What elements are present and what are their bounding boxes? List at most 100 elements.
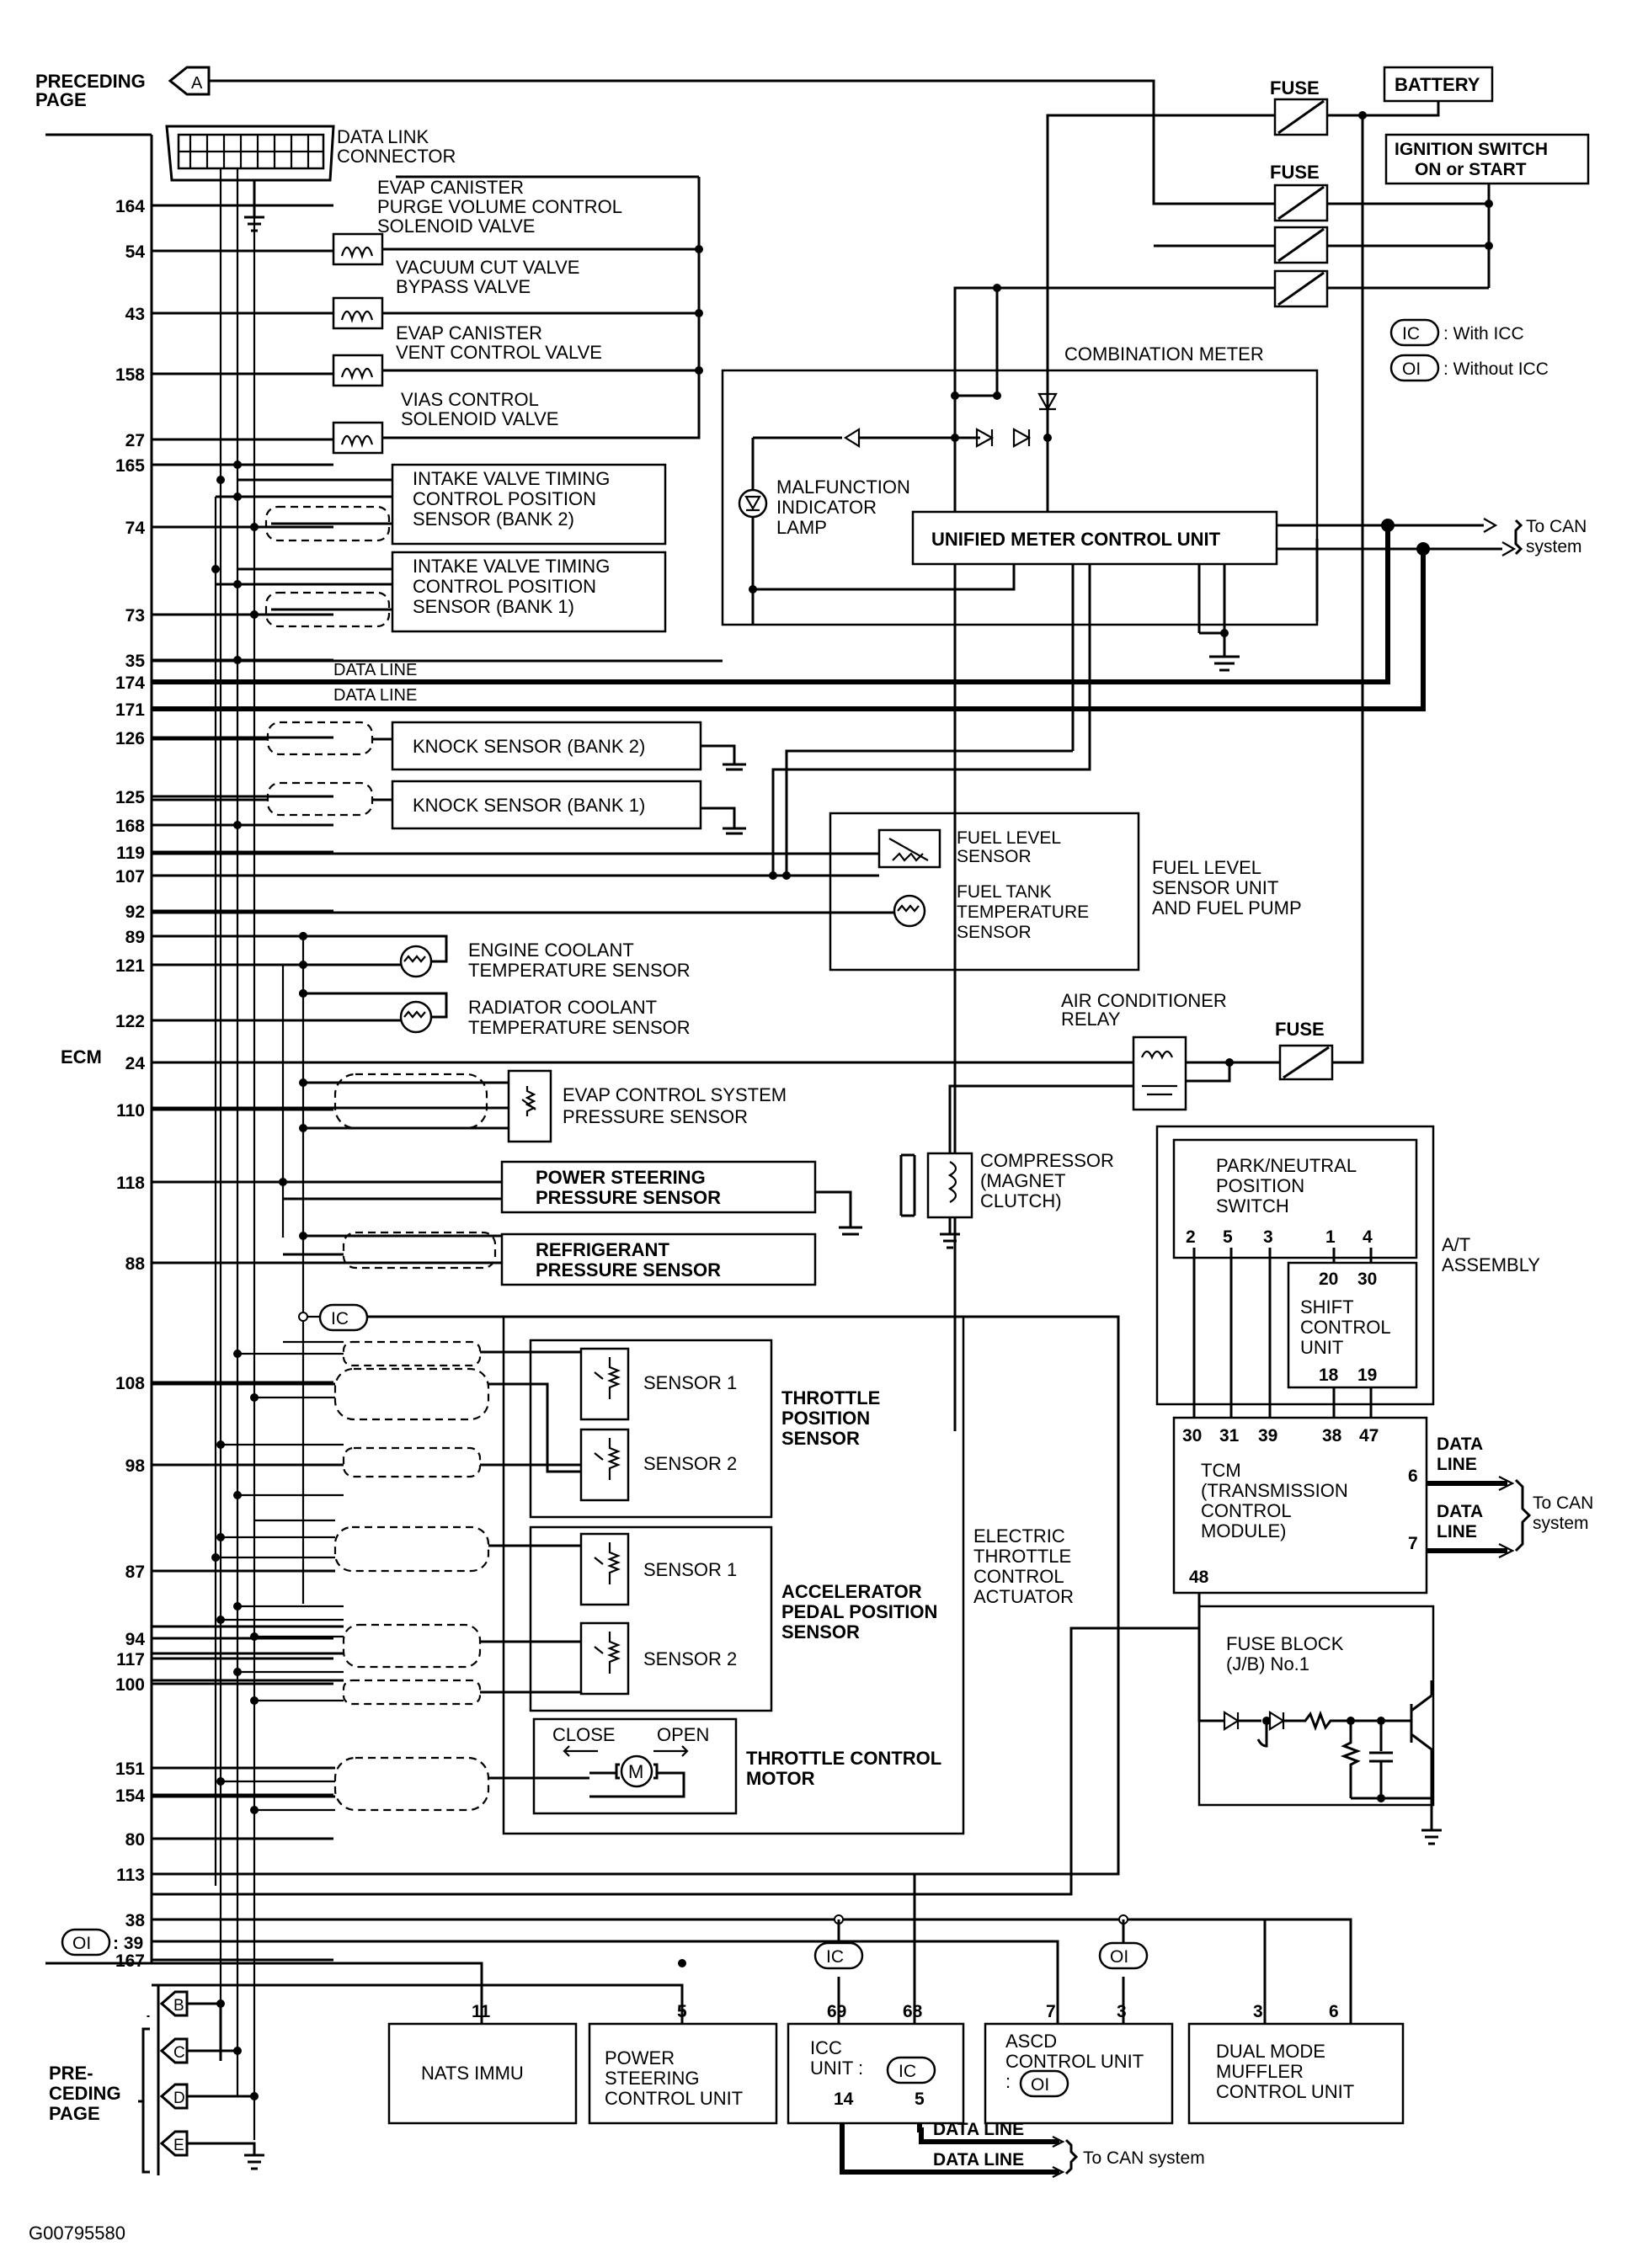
bottom-to-can: To CAN system: [1083, 2148, 1205, 2168]
tcm-label-1: TCM: [1201, 1460, 1241, 1481]
legend-ic-text: : With ICC: [1443, 324, 1524, 343]
ecm-pin-117: 117: [116, 1650, 145, 1669]
evap-vent-2: VENT CONTROL VALVE: [396, 342, 602, 363]
ecm-pin-164: 164: [115, 197, 145, 216]
oi-39-text: OI: [72, 1934, 91, 1953]
battery-fuse-section: BATTERY FUSE IGNITION SWITCH ON or START…: [953, 66, 1590, 1431]
ecm-pin-119: 119: [116, 844, 145, 863]
tcm-label-4: MODULE): [1201, 1520, 1286, 1541]
ascd-unit-tag: [1019, 2069, 1069, 2098]
etc-label-2: THROTTLE: [973, 1546, 1071, 1567]
ivt1-label-3: SENSOR (BANK 1): [413, 596, 574, 617]
ecm-pin-151: 151: [115, 1760, 145, 1779]
ecm-label: ECM: [61, 1046, 102, 1067]
tcm-pin-39: 39: [1258, 1426, 1277, 1445]
preceding-page-label-1: PRECEDING: [35, 71, 146, 92]
psc-label-2: STEERING: [605, 2068, 699, 2089]
oi-39-box: [61, 1928, 111, 1957]
psc-box: [588, 2022, 778, 2125]
refrigerant-box: [500, 1232, 817, 1286]
bottom-data-line-1: DATA LINE: [933, 2120, 1024, 2139]
ect-label-1: ENGINE COOLANT: [468, 940, 634, 961]
ecm-pin-126: 126: [115, 729, 145, 748]
lower-modules-wiring: [152, 1626, 1352, 2026]
icc-label-2: UNIT :: [810, 2058, 863, 2079]
icc-label-1: ICC: [810, 2037, 842, 2058]
psc-label-3: CONTROL UNIT: [605, 2088, 743, 2109]
ecm-pin-110: 110: [116, 1101, 145, 1121]
ecm-pin-73: 73: [125, 606, 145, 626]
ps-pressure-2: PRESSURE SENSOR: [536, 1187, 721, 1208]
ecm-pin-122: 122: [115, 1012, 145, 1031]
tcm-data-line-1a: DATA: [1437, 1435, 1483, 1454]
fuel-level-unit: FUEL LEVEL SENSOR FUEL TANK TEMPERATURE …: [152, 749, 1302, 972]
ecm-pin-174: 174: [115, 673, 145, 693]
mil-lamp-icon: [738, 488, 768, 519]
pnp-pin-2: 2: [1186, 1227, 1196, 1247]
apps-label-2: PEDAL POSITION: [781, 1601, 937, 1622]
pre-ceding-1: PRE-: [49, 2063, 93, 2084]
pnp-pin-4: 4: [1363, 1227, 1373, 1247]
ecm-pin-27: 27: [125, 431, 145, 450]
psc-label-1: POWER: [605, 2047, 675, 2068]
motor-symbol: M: [628, 1761, 643, 1782]
tcm-pin-48: 48: [1189, 1568, 1209, 1587]
ecm-pin-38: 38: [125, 1911, 146, 1930]
shift-pin-30: 30: [1357, 1270, 1377, 1289]
throttle-actuator: SENSOR 1 SENSOR 2 THROTTLE POSITION SENS…: [502, 1315, 1074, 1835]
tcm-label-2: (TRANSMISSION: [1201, 1480, 1348, 1501]
at-label-2: ASSEMBLY: [1442, 1254, 1540, 1275]
knock-bank1-label: KNOCK SENSOR (BANK 1): [413, 795, 645, 816]
ecm-pin-74: 74: [125, 519, 146, 538]
ecm-pin-92: 92: [125, 902, 145, 922]
pre-ceding-2: CEDING: [49, 2083, 121, 2104]
ecm-pin-118: 118: [116, 1174, 145, 1193]
fuel-tank-temp-3: SENSOR: [957, 923, 1032, 942]
apps-label-3: SENSOR: [781, 1621, 860, 1642]
icc-pin-5: 5: [915, 2090, 925, 2109]
ecm-pin-54: 54: [125, 242, 146, 262]
tcm-pin-30: 30: [1182, 1426, 1202, 1445]
apps-label-1: ACCELERATOR: [781, 1581, 922, 1602]
ecm-pin-154: 154: [115, 1786, 145, 1806]
tps-box: [529, 1339, 773, 1519]
dlc-label-1: DATA LINK: [337, 126, 429, 147]
ecm-pin-113: 113: [116, 1866, 145, 1885]
dm-label-2: MUFFLER: [1216, 2061, 1304, 2082]
at-label-1: A/T: [1442, 1234, 1470, 1255]
fuse-ign-label: FUSE: [1270, 162, 1320, 183]
dm-pin-6: 6: [1329, 2002, 1339, 2021]
connector-d: D: [173, 2090, 185, 2107]
tps-sensor2: SENSOR 2: [643, 1453, 737, 1474]
ac-relay: AIR CONDITIONER RELAY FUSE: [152, 990, 1334, 1162]
to-can-top-2: system: [1526, 537, 1582, 556]
legend-oi-tag-text: OI: [1402, 359, 1421, 379]
ascd-label-2: CONTROL UNIT: [1005, 2051, 1144, 2072]
ascd-tag-box: [1098, 1941, 1149, 1970]
shift-label-1: SHIFT: [1300, 1296, 1354, 1318]
ascd-tag-text: OI: [1110, 1947, 1128, 1967]
ecm-pin-121: 121: [115, 956, 145, 976]
icc-pin-14: 14: [834, 2090, 854, 2109]
fuse-block-1: FUSE BLOCK: [1226, 1633, 1344, 1654]
ecm-pin-168: 168: [115, 817, 145, 836]
combination-meter: COMBINATION METER UNIFIED METER CONTROL …: [721, 343, 1587, 672]
evap-pressure-1: EVAP CONTROL SYSTEM: [563, 1084, 787, 1105]
data-line-171-label: DATA LINE: [333, 686, 417, 705]
motor-open: OPEN: [657, 1724, 709, 1745]
ecm-pin-107: 107: [115, 867, 145, 886]
icc-tag-text: IC: [826, 1947, 844, 1967]
ivt-bank2-box: [391, 463, 667, 546]
refrigerant-1: REFRIGERANT: [536, 1239, 669, 1260]
ecm-pin-125: 125: [115, 788, 145, 807]
etc-label-1: ELECTRIC: [973, 1525, 1065, 1547]
combination-meter-label: COMBINATION METER: [1064, 343, 1264, 365]
tcm: 30 31 39 38 47 TCM (TRANSMISSION CONTROL…: [1172, 1416, 1593, 1595]
fuel-level-sensor-1: FUEL LEVEL: [957, 828, 1061, 848]
oi-39-sep: : 39: [113, 1934, 143, 1953]
fuel-unit-2: SENSOR UNIT: [1152, 877, 1278, 898]
apps-box: [529, 1525, 773, 1712]
fuel-tank-temp-1: FUEL TANK: [957, 882, 1052, 902]
data-link-connector: DATA LINK CONNECTOR: [165, 125, 456, 232]
